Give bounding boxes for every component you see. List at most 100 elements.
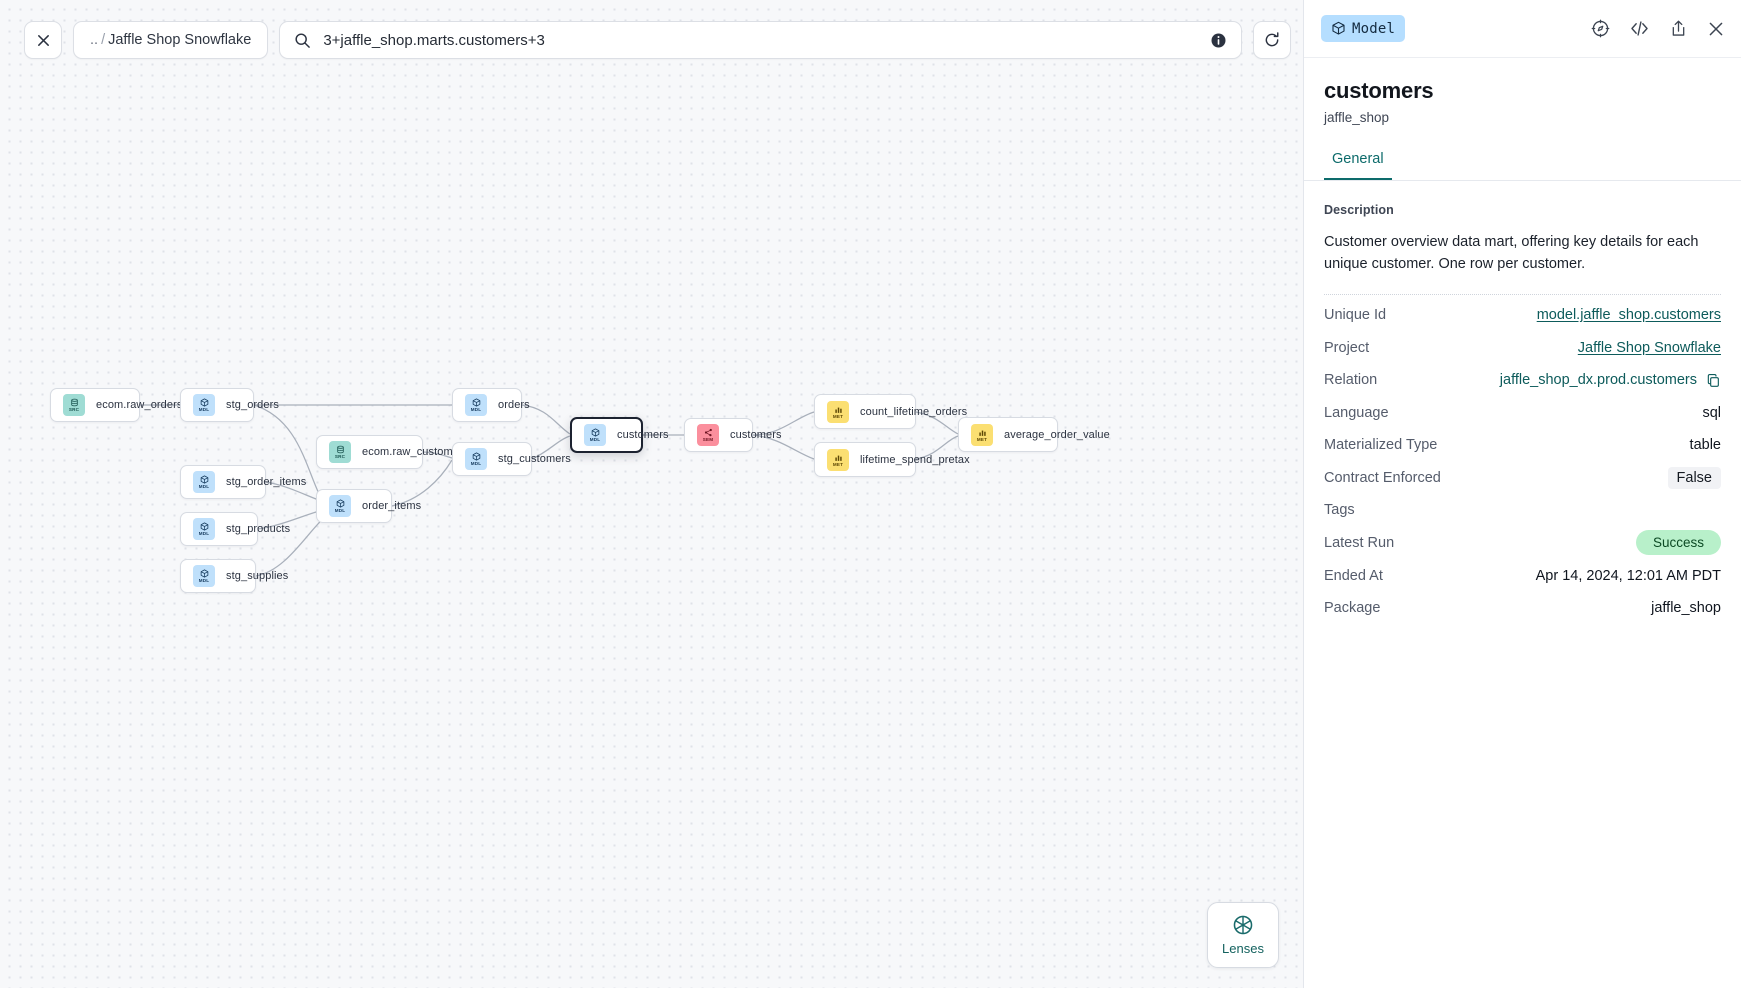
node-type-badge-label: MET — [832, 461, 844, 467]
graph-node-label: stg_customers — [498, 453, 571, 465]
node-type-badge-sem: SEM — [697, 424, 719, 446]
breadcrumb-parent: .. — [90, 32, 99, 48]
info-icon[interactable] — [1210, 32, 1227, 49]
node-type-badge-met: MET — [827, 448, 849, 471]
node-type-badge-mdl: MDL — [465, 448, 487, 470]
code-icon[interactable] — [1629, 18, 1650, 39]
detail-row-value[interactable]: jaffle_shop_dx.prod.customers — [1499, 372, 1697, 389]
detail-row-key: Relation — [1324, 372, 1378, 389]
lineage-icon[interactable] — [1591, 19, 1610, 38]
graph-node-stg_supplies[interactable]: MDL stg_supplies — [180, 559, 288, 593]
node-type-badge-label: MET — [976, 436, 988, 442]
graph-node-lifetime_spend_pretax[interactable]: MET lifetime_spend_pretax — [814, 442, 970, 477]
node-type-label: Model — [1352, 20, 1396, 37]
graph-node-stg_orders[interactable]: MDL stg_orders — [180, 388, 279, 422]
details-panel: Model custom — [1303, 0, 1741, 988]
lenses-label: Lenses — [1222, 941, 1264, 956]
detail-row-value: Apr 14, 2024, 12:01 AM PDT — [1535, 567, 1721, 584]
graph-node-label: customers — [617, 429, 669, 441]
node-type-badge-src: SRC — [63, 394, 85, 416]
node-type-badge-mdl: MDL — [193, 565, 215, 587]
breadcrumb[interactable]: ../Jaffle Shop Snowflake — [73, 21, 269, 59]
breadcrumb-separator: / — [101, 32, 106, 48]
cube-icon — [472, 452, 480, 461]
aperture-icon — [1233, 915, 1253, 935]
node-type-badge-mdl: MDL — [329, 495, 351, 517]
node-type-badge-label: MDL — [589, 437, 601, 442]
node-type-badge-label: MDL — [198, 578, 210, 583]
database-icon — [336, 445, 344, 454]
detail-row-value[interactable]: model.jaffle_shop.customers — [1536, 307, 1721, 324]
graph-node-stg_order_items[interactable]: MDL stg_order_items — [180, 465, 306, 499]
graph-node-label: ecom.raw_orders — [96, 399, 183, 411]
node-type-badge-label: MDL — [198, 484, 210, 489]
node-type-badge-mdl: MDL — [465, 394, 487, 416]
node-type-badge-mdl: MDL — [584, 424, 606, 446]
node-type-badge-met: MET — [827, 400, 849, 423]
node-type-badge-label: MET — [832, 413, 844, 419]
close-icon[interactable] — [1707, 20, 1725, 38]
detail-row-value: table — [1689, 437, 1721, 454]
details-panel-body: Description Customer overview data mart,… — [1304, 181, 1741, 624]
detail-row-key: Ended At — [1324, 567, 1383, 584]
close-lineage-button[interactable] — [24, 21, 62, 59]
detail-row-key: Project — [1324, 339, 1370, 356]
node-type-badge: Model — [1321, 15, 1406, 42]
share-icon[interactable] — [1669, 19, 1688, 38]
node-type-badge-label: MDL — [470, 461, 482, 466]
node-type-badge-mdl: MDL — [193, 394, 215, 416]
graph-node-customers_model[interactable]: MDL customers — [570, 417, 669, 453]
description-label: Description — [1324, 203, 1394, 217]
graph-node-label: stg_orders — [226, 399, 279, 411]
node-type-badge-mdl: MDL — [193, 471, 215, 493]
detail-row: Ended At Apr 14, 2024, 12:01 AM PDT — [1324, 559, 1721, 592]
search-icon — [295, 32, 311, 48]
graph-node-orders[interactable]: MDL orders — [452, 388, 530, 422]
detail-row-value[interactable]: Jaffle Shop Snowflake — [1577, 339, 1721, 356]
cube-icon — [200, 569, 208, 578]
graph-node-label: customers — [730, 429, 782, 441]
copy-icon[interactable] — [1706, 373, 1721, 388]
lineage-search-bar[interactable] — [279, 21, 1243, 59]
graph-node-label: orders — [498, 399, 530, 411]
graph-node-label: stg_supplies — [226, 570, 289, 582]
graph-node-label: lifetime_spend_pretax — [860, 453, 970, 466]
lenses-button[interactable]: Lenses — [1207, 902, 1279, 968]
detail-row-key: Tags — [1324, 502, 1355, 519]
page-subtitle: jaffle_shop — [1324, 110, 1390, 125]
graph-node-stg_customers[interactable]: MDL stg_customers — [452, 442, 571, 476]
semantic-network-icon — [704, 428, 712, 437]
tab-general[interactable]: General — [1324, 151, 1392, 180]
node-type-badge-mdl: MDL — [193, 518, 215, 540]
details-panel-header: Model — [1304, 0, 1741, 58]
graph-node-label: stg_order_items — [226, 476, 307, 488]
cube-icon — [591, 428, 599, 437]
database-icon — [70, 398, 78, 407]
detail-row-value: False — [1667, 466, 1721, 489]
node-type-badge-met: MET — [971, 423, 993, 446]
refresh-lineage-button[interactable] — [1253, 21, 1292, 59]
search-input[interactable] — [323, 31, 1199, 49]
detail-row: Project Jaffle Shop Snowflake — [1324, 331, 1721, 364]
cube-icon — [200, 398, 208, 407]
node-type-badge-label: MDL — [334, 508, 346, 513]
graph-node-order_items[interactable]: MDL order_items — [316, 489, 421, 523]
page-title: customers — [1324, 78, 1434, 103]
graph-node-customers_semantic[interactable]: SEM customers — [684, 418, 782, 452]
metric-bars-icon — [834, 455, 842, 461]
graph-node-label: order_items — [362, 500, 422, 512]
graph-node-ecom_raw_orders[interactable]: SRC ecom.raw_orders — [50, 388, 182, 422]
node-type-badge-label: SRC — [68, 407, 80, 412]
detail-row: Relation jaffle_shop_dx.prod.customers — [1324, 364, 1721, 397]
